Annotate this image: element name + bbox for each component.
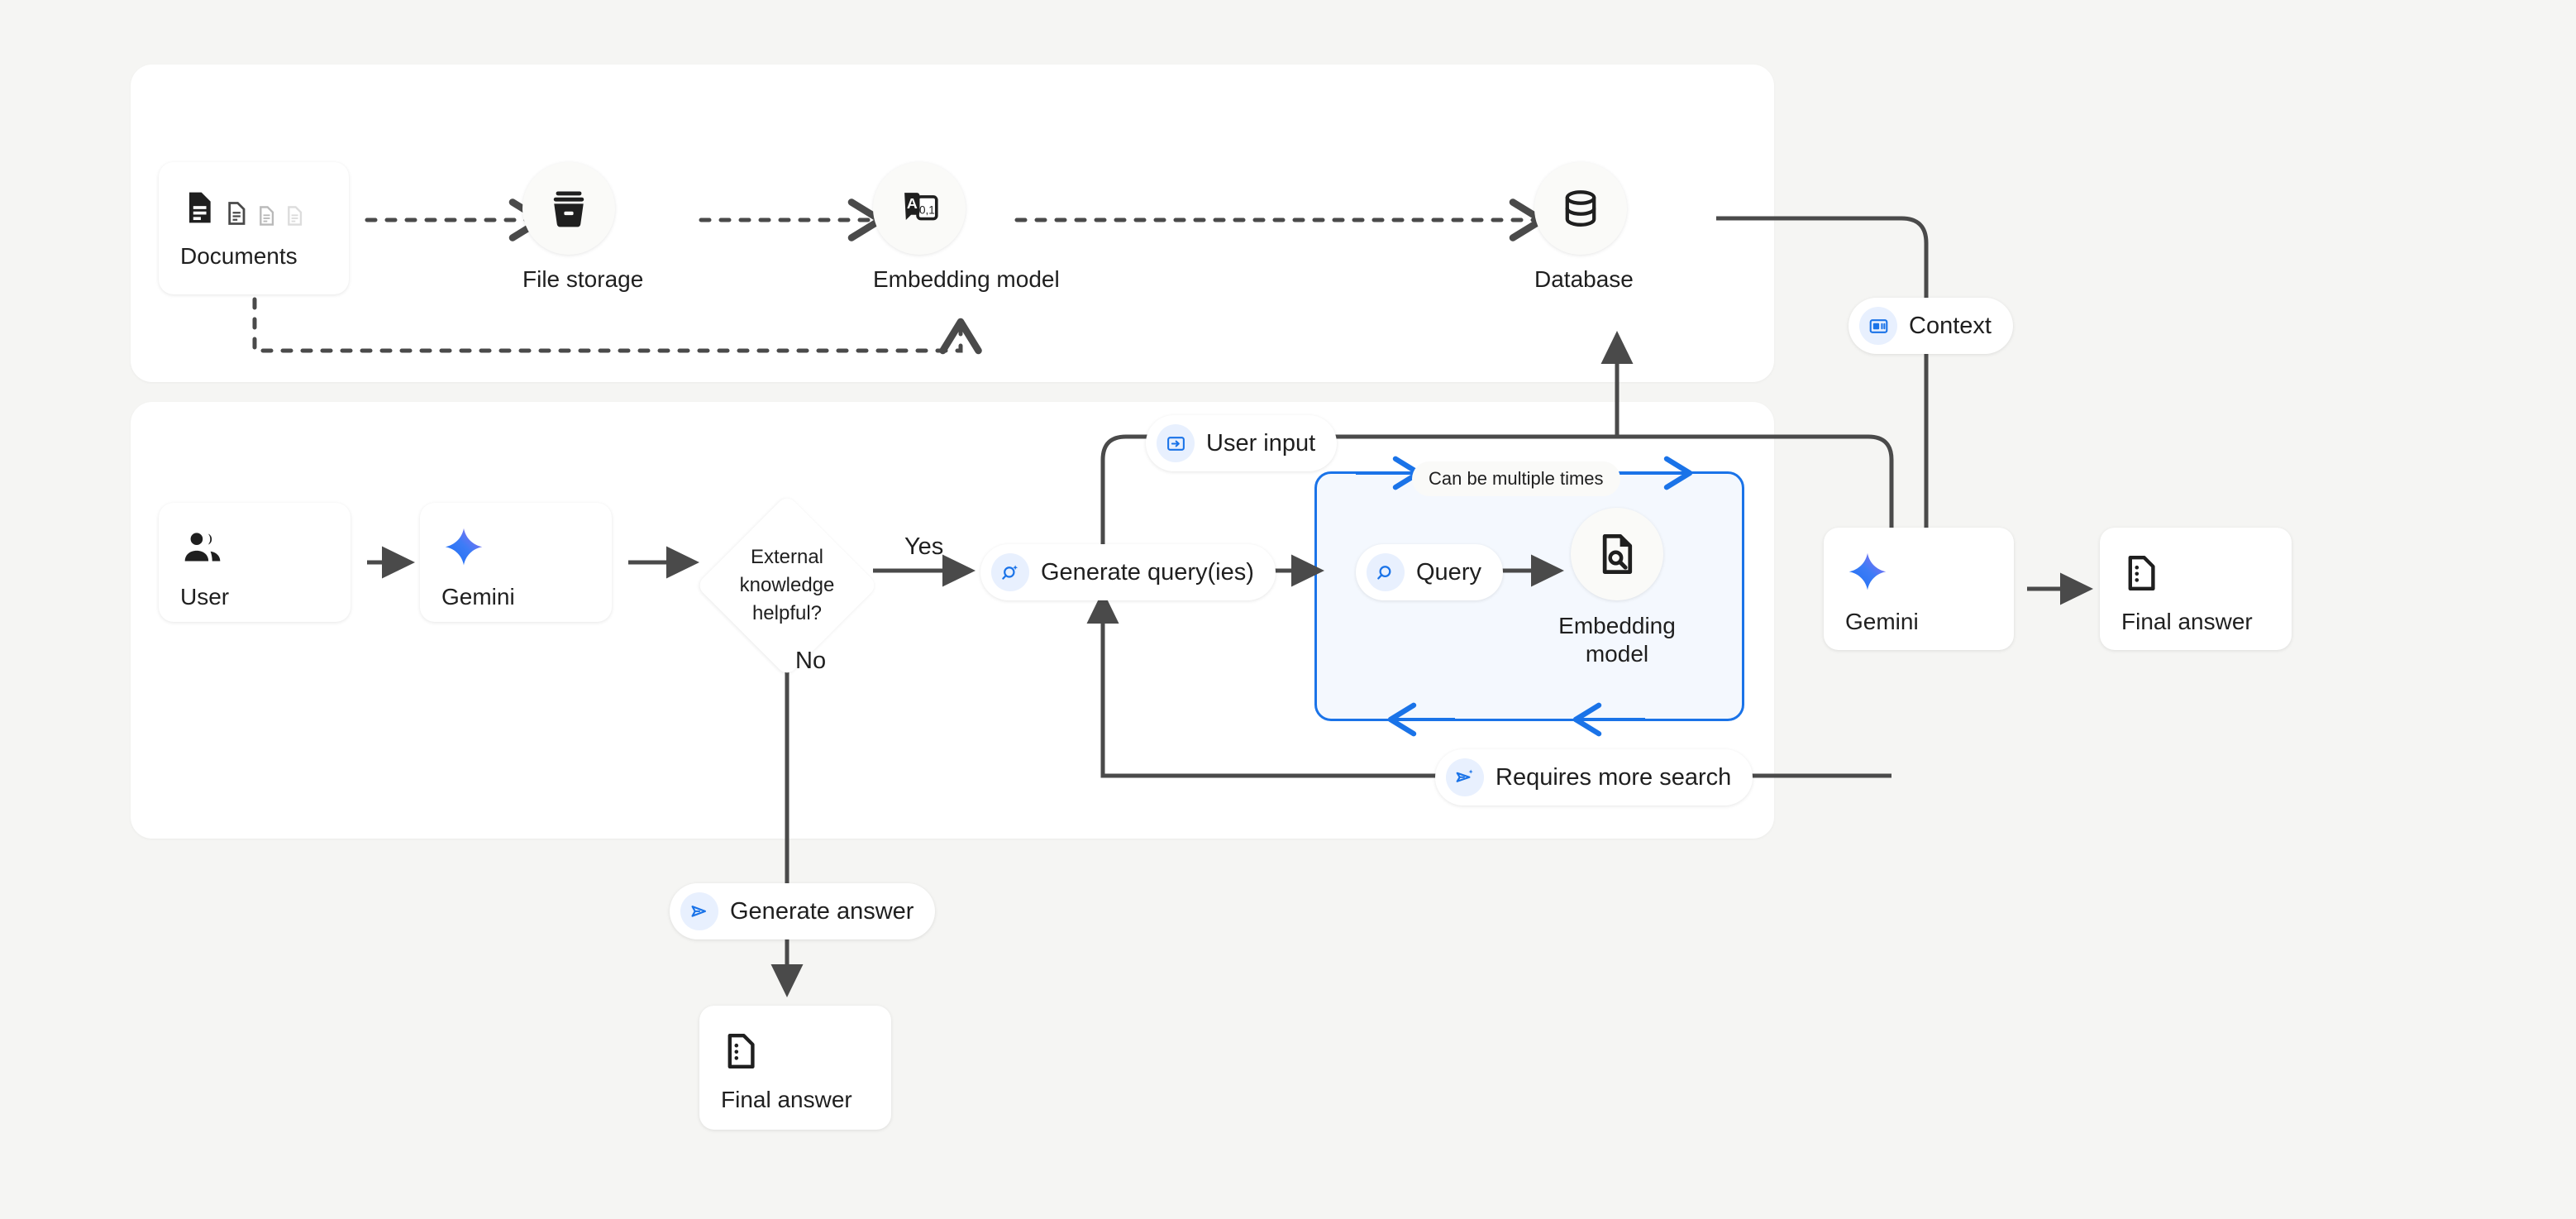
people-icon xyxy=(180,523,329,574)
node-final-answer-right-label: Final answer xyxy=(2121,609,2253,634)
text-to-vector-icon: 0,1 A xyxy=(873,162,966,255)
svg-text:A: A xyxy=(907,195,918,212)
node-final-answer-bottom-label: Final answer xyxy=(721,1087,852,1112)
embed-query-label-line1: Embedding xyxy=(1558,613,1676,638)
pill-requires-more-search[interactable]: Requires more search xyxy=(1435,749,1753,805)
node-embedding-model-query-label: Embedding model xyxy=(1543,612,1691,667)
pill-user-input-label: User input xyxy=(1206,429,1316,457)
embed-query-label-line2: model xyxy=(1585,640,1649,667)
decision-text: External knowledge helpful? xyxy=(704,543,870,628)
node-documents-label: Documents xyxy=(180,243,298,269)
pill-user-input[interactable]: User input xyxy=(1146,415,1338,471)
database-cylinder-icon xyxy=(1534,162,1627,255)
send-sparkle-icon xyxy=(1446,758,1484,796)
search-sparkle-icon xyxy=(991,553,1029,591)
pill-generate-answer[interactable]: Generate answer xyxy=(670,883,936,939)
decision-line-2: knowledge xyxy=(739,573,835,596)
node-embedding-model-indexing-label: Embedding model xyxy=(873,266,1060,293)
decision-line-3: helpful? xyxy=(751,602,823,625)
input-arrow-icon xyxy=(1157,424,1195,462)
node-gemini-right-label: Gemini xyxy=(1845,609,1919,634)
node-gemini-right[interactable]: Gemini xyxy=(1824,528,2014,650)
archive-box-icon xyxy=(522,162,615,255)
search-icon xyxy=(1367,553,1405,591)
document-bullets-icon xyxy=(2121,547,2270,599)
pill-context-label: Context xyxy=(1909,312,1992,339)
node-final-answer-right[interactable]: Final answer xyxy=(2100,528,2292,650)
node-database-label: Database xyxy=(1534,266,1634,292)
pill-query-label: Query xyxy=(1416,558,1481,586)
pill-generate-queries-label: Generate query(ies) xyxy=(1041,558,1254,586)
document-search-icon xyxy=(1571,508,1663,600)
node-gemini-left-label: Gemini xyxy=(441,584,515,610)
node-user-label: User xyxy=(180,584,230,610)
pill-generate-queries[interactable]: Generate query(ies) xyxy=(980,544,1276,600)
decision-external-knowledge-helpful[interactable]: External knowledge helpful? xyxy=(695,494,879,677)
gemini-sparkle-icon xyxy=(441,523,590,574)
pill-generate-answer-label: Generate answer xyxy=(730,897,914,925)
node-final-answer-bottom[interactable]: Final answer xyxy=(699,1006,891,1130)
documents-stack-icon xyxy=(180,182,327,233)
node-file-storage[interactable]: File storage xyxy=(522,162,644,293)
node-file-storage-label: File storage xyxy=(522,266,644,292)
article-icon xyxy=(1859,307,1897,345)
document-bullets-icon xyxy=(721,1025,870,1077)
node-documents[interactable]: Documents xyxy=(159,162,349,294)
node-database[interactable]: Database xyxy=(1534,162,1634,293)
decision-line-1: External xyxy=(750,545,824,568)
pill-requires-more-search-label: Requires more search xyxy=(1496,763,1732,791)
gemini-sparkle-icon xyxy=(1845,547,1992,599)
node-gemini-left[interactable]: Gemini xyxy=(420,503,612,622)
branch-label-yes: Yes xyxy=(904,533,944,560)
pill-query[interactable]: Query xyxy=(1356,544,1503,600)
svg-text:0,1: 0,1 xyxy=(919,203,935,216)
send-icon xyxy=(680,892,718,930)
pill-context[interactable]: Context xyxy=(1849,298,2013,354)
node-embedding-model-indexing[interactable]: 0,1 A Embedding model xyxy=(873,162,1060,293)
node-user[interactable]: User xyxy=(159,503,351,622)
branch-label-no: No xyxy=(795,648,827,674)
node-embedding-model-query[interactable]: Embedding model xyxy=(1558,508,1676,667)
loop-label-can-be-multiple-times: Can be multiple times xyxy=(1412,461,1620,496)
